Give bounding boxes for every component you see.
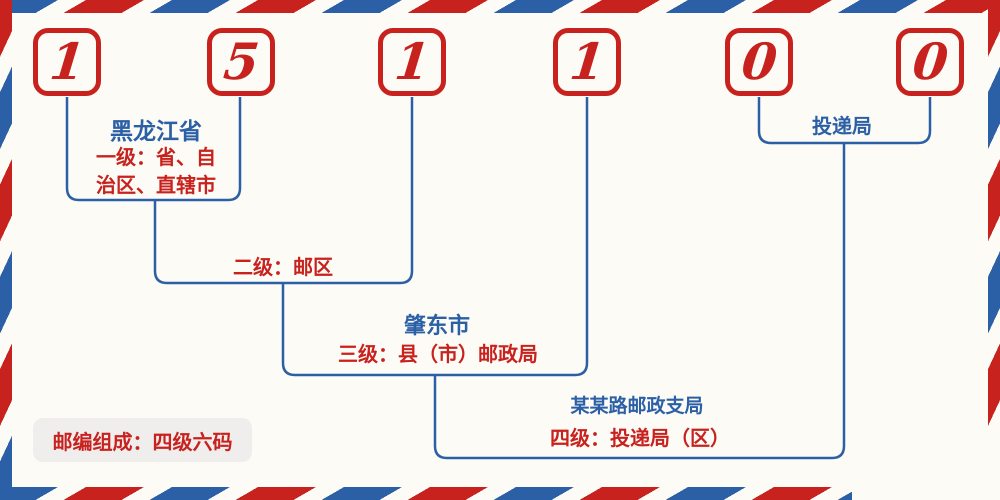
level1-name: 黑龙江省 bbox=[110, 118, 202, 144]
delivery-office-label: 投递局 bbox=[812, 116, 872, 138]
composition-note: 邮编组成：四级六码 bbox=[52, 431, 233, 454]
digit-6: 0 bbox=[909, 32, 951, 91]
digit-box-3: 1 bbox=[378, 28, 446, 96]
level1-description: 一级：省、自 治区、直辖市 bbox=[63, 144, 249, 200]
digit-box-4: 1 bbox=[553, 28, 621, 96]
level1-bracket bbox=[65, 97, 242, 202]
level3-name: 肇东市 bbox=[403, 313, 470, 338]
digit-box-1: 1 bbox=[33, 28, 101, 96]
digit-box-6: 0 bbox=[896, 28, 964, 96]
digit-box-5: 0 bbox=[725, 28, 793, 96]
digit-5: 0 bbox=[738, 32, 780, 91]
digit-4: 1 bbox=[566, 32, 608, 91]
level3-description: 三级：县（市）邮政局 bbox=[338, 344, 538, 366]
digit-3: 1 bbox=[391, 32, 433, 91]
level1-description-line1: 一级：省、自 bbox=[96, 147, 216, 169]
digit-box-2: 5 bbox=[207, 28, 275, 96]
level1-description-line2: 治区、直辖市 bbox=[96, 175, 216, 197]
digit-1: 1 bbox=[46, 32, 88, 91]
level4-bracket bbox=[433, 143, 846, 460]
composition-note-box: 邮编组成：四级六码 bbox=[33, 418, 252, 462]
level4-name: 某某路邮政支局 bbox=[570, 396, 704, 417]
level4-description: 四级：投递局（区） bbox=[550, 428, 730, 450]
level2-description: 二级：邮区 bbox=[233, 257, 333, 279]
delivery-bracket bbox=[757, 97, 932, 145]
digit-2: 5 bbox=[220, 32, 262, 91]
